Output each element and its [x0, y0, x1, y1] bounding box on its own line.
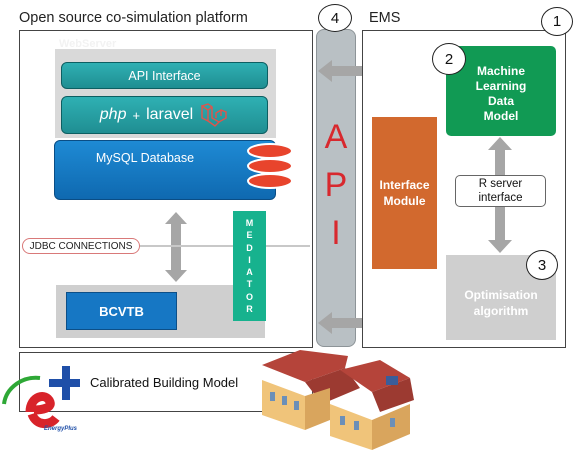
php-label: php [99, 106, 127, 123]
opt-number: 3 [537, 256, 547, 274]
energyplus-logo-icon [2, 366, 80, 428]
interface-module-box: Interface Module [372, 117, 437, 269]
mediator-letter: T [246, 279, 253, 290]
jdbc-line [140, 245, 310, 247]
calibrated-building-label: Calibrated Building Model [90, 375, 239, 390]
rserver-line: interface [478, 192, 523, 204]
opt-number-circle: 3 [526, 250, 558, 280]
mediator-box: M E D I A T O R [233, 211, 266, 321]
rserver-line: R server [478, 178, 523, 190]
api-letter: P [324, 166, 348, 204]
interface-line: Interface [379, 178, 430, 192]
laravel-logo-icon [201, 103, 227, 127]
mediator-letter: O [245, 291, 253, 302]
mediator-letter: D [246, 242, 253, 253]
energyplus-logo: EnergyPlus [0, 362, 80, 442]
energyplus-text: EnergyPlus [44, 426, 78, 432]
ml-line: Model [483, 109, 519, 123]
api-letters: A P I [316, 120, 356, 250]
bcvtb-box: BCVTB [66, 292, 177, 330]
mediator-letter: I [248, 254, 251, 265]
platform-title: Open source co-simulation platform [19, 10, 248, 26]
mediator-letter: E [246, 230, 253, 241]
jdbc-text: JDBC CONNECTIONS [29, 240, 133, 252]
mysql-database-box: MySQL Database [54, 140, 276, 200]
api-number: 4 [330, 9, 340, 27]
ml-line: Data [487, 94, 514, 108]
ems-number: 1 [552, 13, 562, 30]
api-letter: I [331, 214, 341, 252]
r-server-interface-box: R server interface [455, 175, 546, 207]
api-interface-label: API Interface [128, 68, 201, 83]
plus-sign: + [132, 107, 141, 123]
opt-line: algorithm [473, 303, 529, 318]
ems-title: EMS [369, 10, 401, 26]
ml-line: Learning [475, 79, 527, 93]
api-letter: A [324, 118, 348, 156]
mediator-letter: A [246, 267, 253, 278]
ems-number-circle: 1 [541, 7, 573, 36]
mediator-letter: M [245, 218, 254, 229]
interface-line: Module [383, 194, 426, 208]
ml-number: 2 [444, 50, 454, 68]
ml-number-circle: 2 [432, 43, 466, 75]
mysql-label: MySQL Database [95, 151, 195, 165]
api-number-circle: 4 [318, 4, 352, 32]
api-interface-box: API Interface [61, 62, 268, 89]
jdbc-connections-label: JDBC CONNECTIONS [22, 238, 140, 254]
mediator-letter: R [246, 303, 253, 314]
laravel-label: laravel [146, 106, 194, 123]
php-laravel-box: php + laravel [61, 96, 268, 134]
bcvtb-label: BCVTB [99, 303, 144, 319]
ml-line: Machine [476, 64, 525, 78]
opt-line: Optimisation [464, 287, 538, 302]
webserver-label: WebServer [59, 38, 117, 50]
